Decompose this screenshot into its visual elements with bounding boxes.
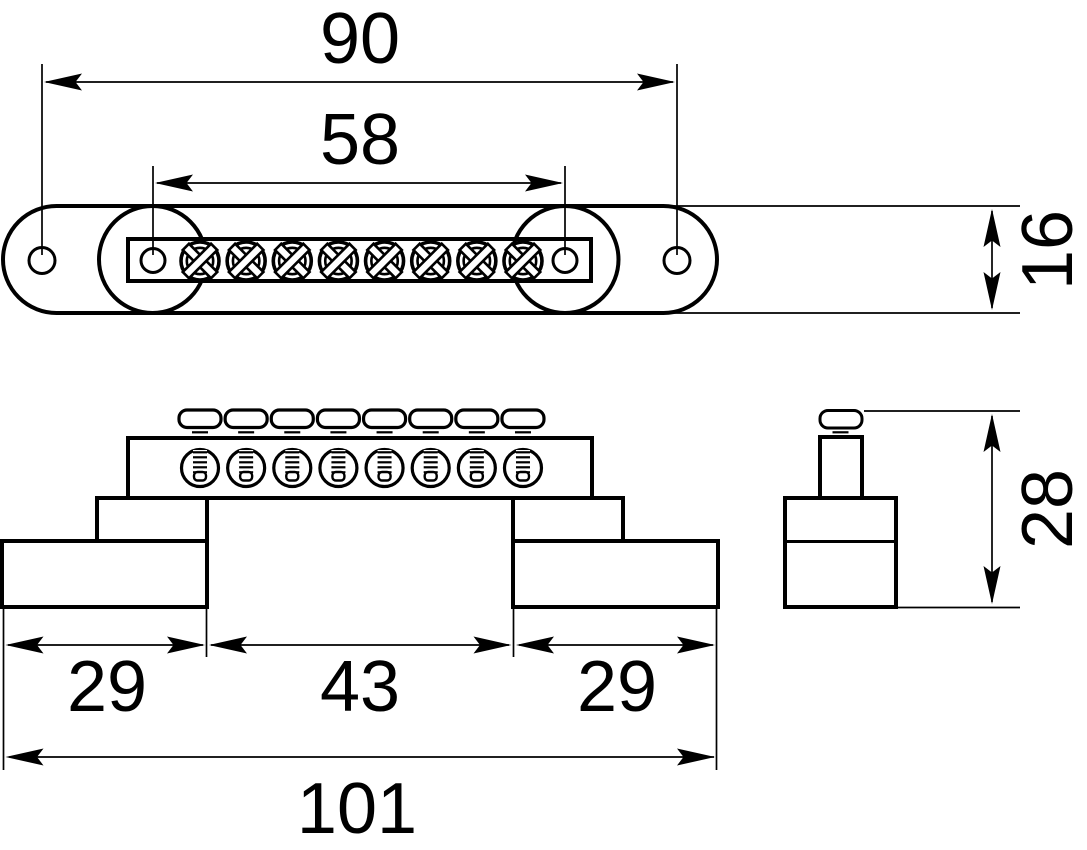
left-foot: [0, 539, 209, 609]
dim-101: 101: [5, 748, 715, 849]
dim-90-label: 90: [320, 0, 400, 79]
screw-hole-front: [272, 447, 313, 489]
screw-head-front: [315, 408, 362, 439]
dim-43: 43: [209, 609, 515, 727]
dim-58-label: 58: [320, 100, 400, 180]
dim-29-right: 29: [516, 609, 718, 770]
dim-29-left-label: 29: [67, 647, 147, 727]
right-foot: [511, 539, 720, 609]
top-view: [1, 204, 719, 315]
dim-43-label: 43: [320, 647, 400, 727]
screw-hole-front: [410, 447, 451, 489]
dim-16: 16: [664, 205, 1087, 314]
screw-top: [225, 240, 267, 282]
screw-head-front: [361, 408, 408, 439]
screw-top: [456, 240, 498, 282]
front-view: [0, 408, 720, 609]
screw-hole-front: [226, 447, 267, 489]
screw-head-front: [500, 408, 546, 439]
screw-head-front: [177, 408, 223, 439]
dim-16-label: 16: [1008, 210, 1087, 290]
dim-28-label: 28: [1008, 469, 1087, 549]
screw-hole-front: [318, 447, 359, 489]
screw-head-front: [223, 408, 269, 439]
top-screws: [179, 240, 544, 282]
left-step: [95, 496, 209, 543]
screw-head-front: [408, 408, 454, 439]
dim-58: 58: [152, 100, 566, 255]
side-screw-shank: [832, 427, 849, 438]
screw-top: [271, 240, 314, 282]
screw-head-front: [269, 408, 315, 439]
front-screw-holes: [179, 447, 544, 489]
screw-top: [363, 240, 406, 282]
front-screw-heads: [177, 408, 546, 439]
screw-hole-front: [502, 447, 544, 489]
screw-top: [179, 240, 221, 282]
screw-hole-front: [179, 447, 221, 489]
screw-hole-front: [456, 447, 497, 489]
dim-28: 28: [864, 410, 1087, 609]
side-pedestal: [783, 496, 898, 609]
screw-hole-front: [364, 447, 405, 489]
dim-29-left: 29: [2, 609, 208, 770]
right-step: [511, 496, 625, 543]
dim-29-right-label: 29: [577, 647, 657, 727]
screw-head-front: [454, 408, 500, 439]
screw-top: [502, 240, 544, 282]
side-housing: [818, 435, 864, 500]
side-view: [783, 409, 898, 609]
terminal-strip: [126, 237, 593, 283]
screw-top: [409, 240, 452, 282]
dim-101-label: 101: [297, 769, 417, 849]
dim-90: 90: [41, 0, 678, 255]
screw-top: [317, 240, 360, 282]
side-screw-head: [818, 409, 864, 430]
